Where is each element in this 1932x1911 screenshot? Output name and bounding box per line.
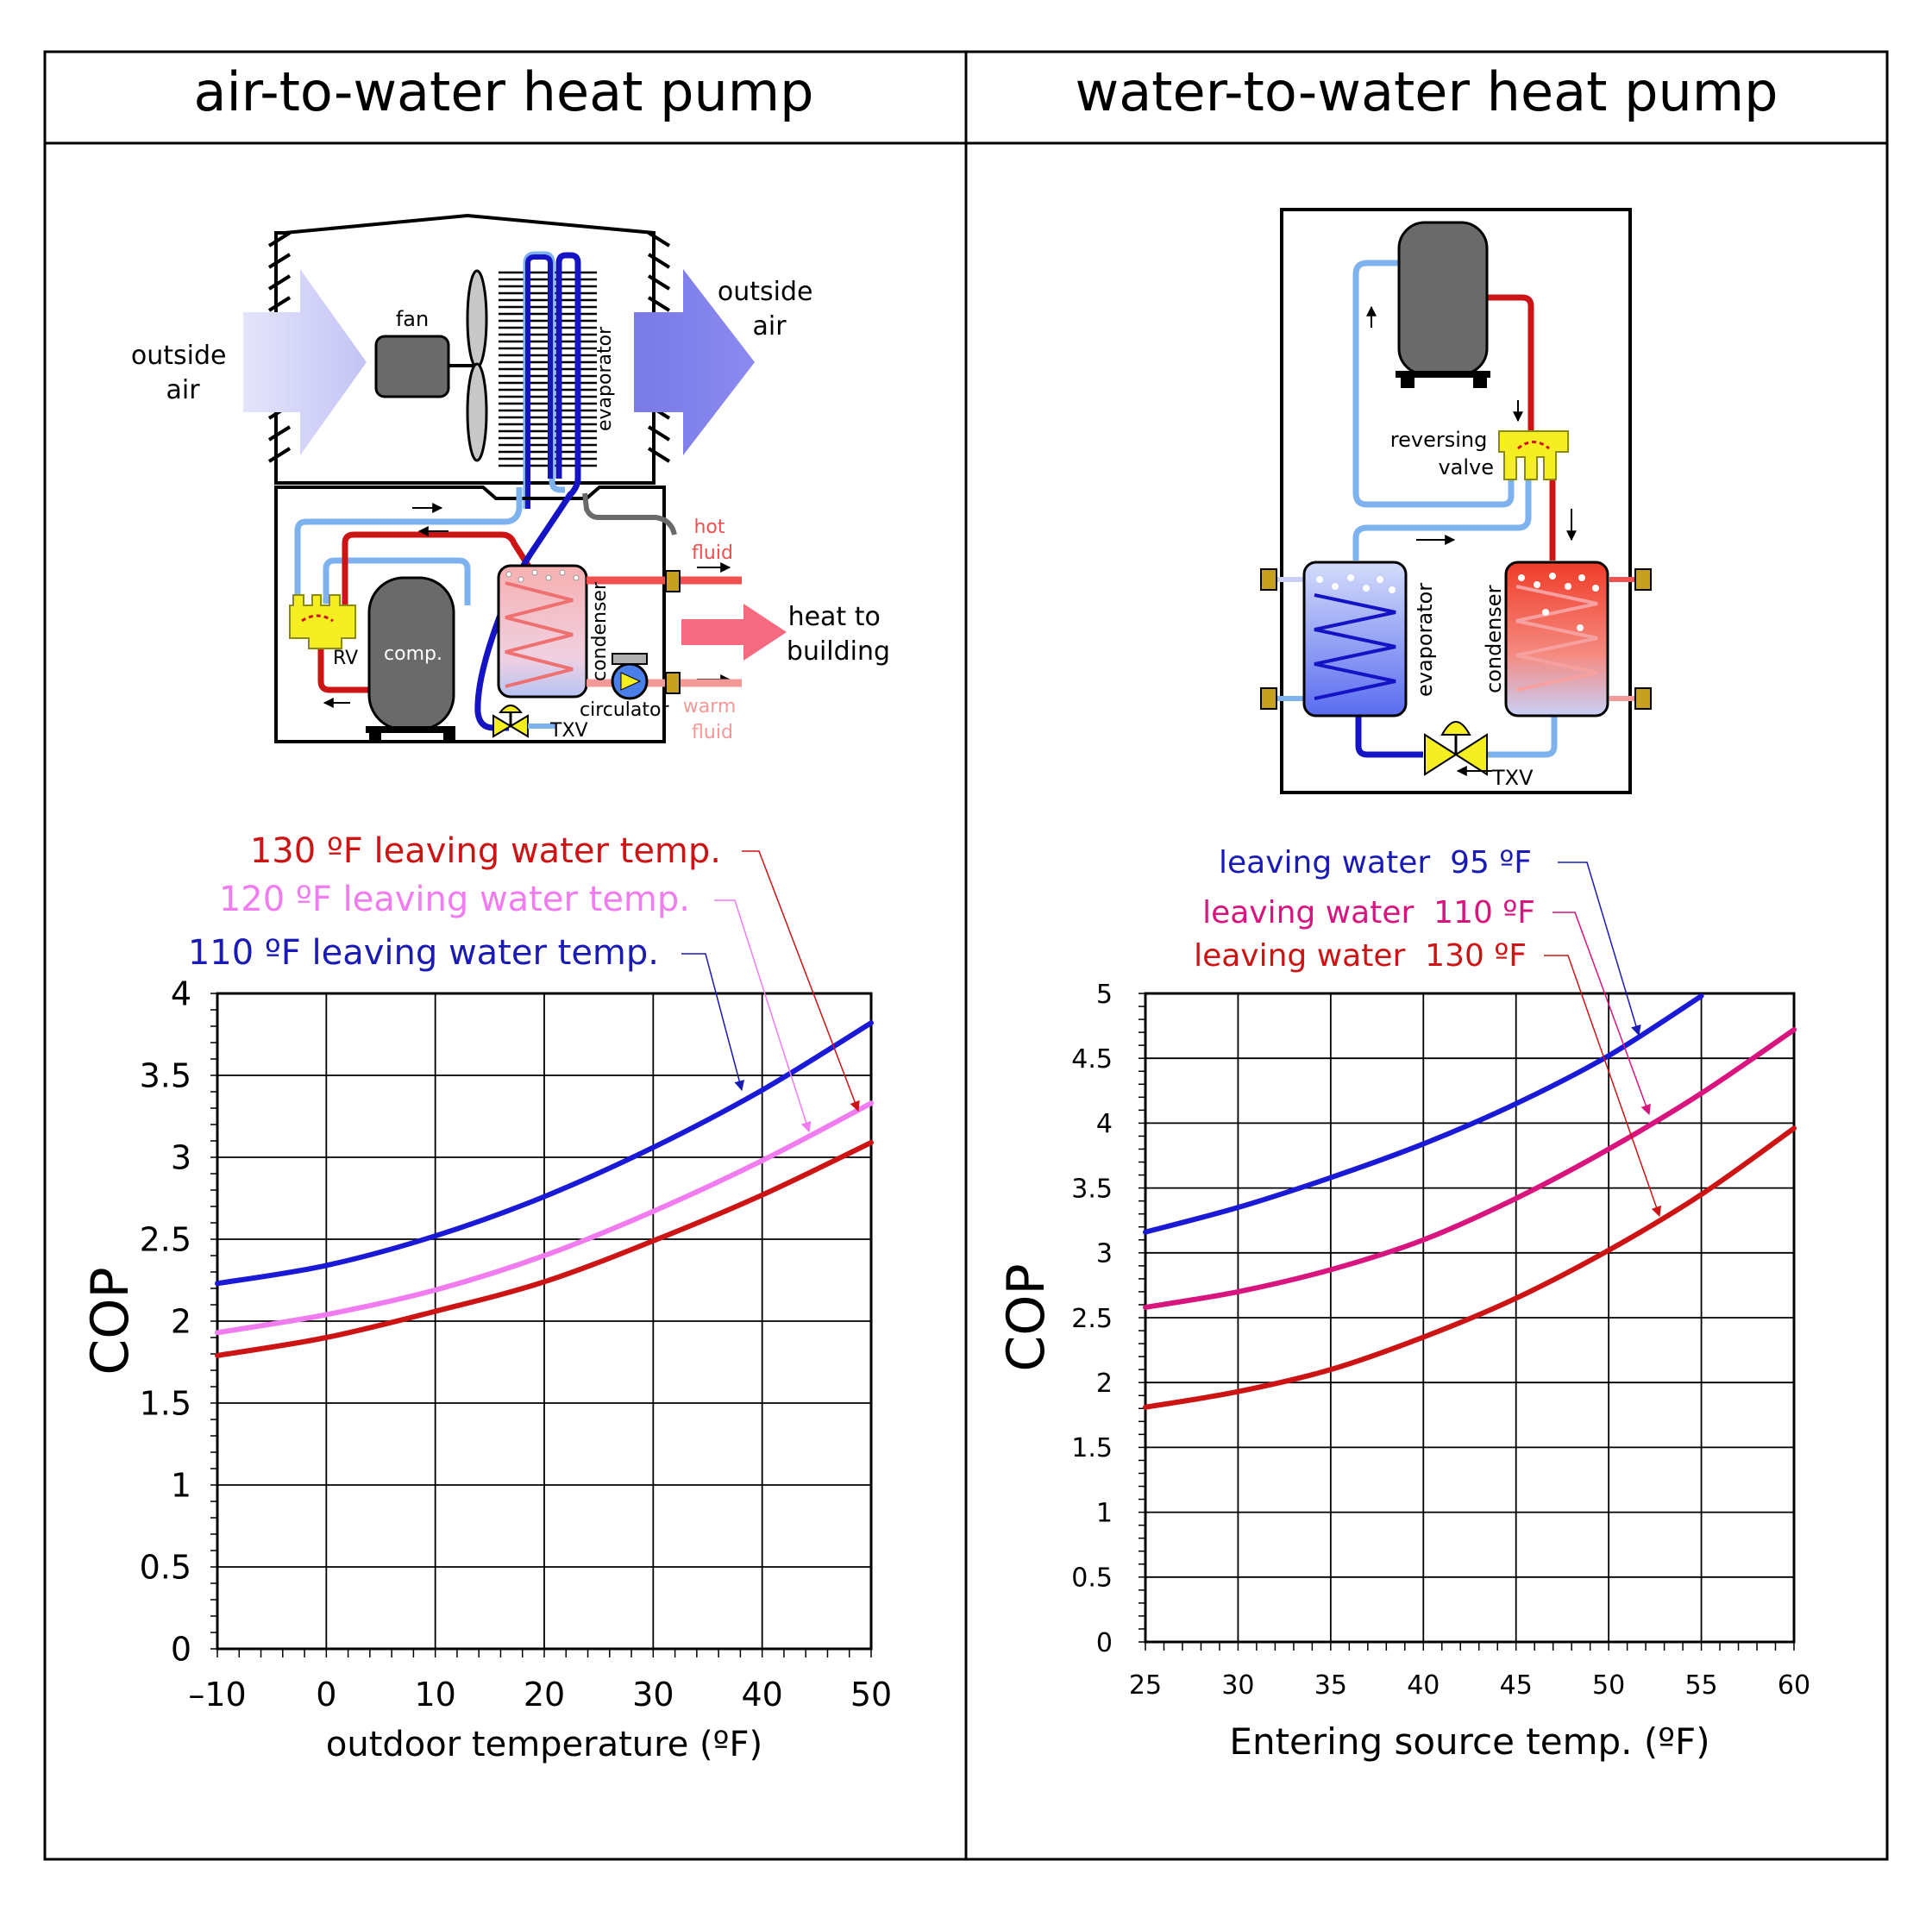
fan-blade-bottom	[466, 362, 488, 462]
heat-to-building-label: heat to building	[787, 602, 890, 667]
reversing-valve-label: reversing valve	[1390, 428, 1494, 479]
series-line	[215, 1139, 874, 1358]
right-chart-series-labels: leaving water 95 ºF leaving water 110 ºF…	[1194, 845, 1662, 1218]
series-label-110F: 110 ºF leaving water temp.	[188, 933, 659, 973]
y-tick-label: 5	[1096, 980, 1113, 1010]
x-tick-label: 50	[850, 1676, 892, 1714]
heat-to-building-arrow	[681, 604, 787, 661]
x-axis-label: Entering source temp. (ºF)	[1229, 1720, 1709, 1763]
series-label-120F: 120 ºF leaving water temp.	[219, 880, 690, 919]
y-tick-label: 0.5	[140, 1549, 191, 1587]
x-tick-label: 40	[741, 1676, 782, 1714]
right-panel-title: water-to-water heat pump	[1075, 60, 1778, 123]
series-line	[215, 1020, 874, 1287]
outside-air-in-label: outside air	[131, 341, 235, 405]
rv-valve	[289, 594, 356, 649]
series-label-130F-right: leaving water 130 ºF	[1194, 938, 1527, 974]
panel-frame	[43, 50, 1889, 1861]
left-panel-title: air-to-water heat pump	[193, 60, 813, 123]
y-tick-label: 2	[171, 1303, 191, 1341]
x-tick-label: 35	[1314, 1670, 1347, 1701]
y-tick-label: 0	[171, 1631, 191, 1669]
x-tick-label: 50	[1592, 1670, 1625, 1701]
evaporator-label-right: evaporator	[1413, 583, 1437, 697]
y-tick-label: 0.5	[1071, 1563, 1113, 1594]
callout-leader-95F	[1558, 862, 1641, 1037]
callout-leader-110F-right	[1552, 912, 1651, 1116]
x-tick-label: 60	[1778, 1670, 1810, 1701]
x-tick-label: 20	[524, 1676, 565, 1714]
evaporator-label: evaporator	[594, 326, 616, 431]
x-tick-label: 45	[1500, 1670, 1533, 1701]
y-tick-label: 2.5	[140, 1221, 191, 1259]
fan-label: fan	[396, 307, 429, 331]
series-line	[1143, 1125, 1797, 1410]
x-tick-label: 0	[316, 1676, 336, 1714]
y-tick-label: 4	[1096, 1109, 1113, 1139]
callout-leader-130F-right	[1544, 955, 1662, 1218]
x-tick-label: 55	[1684, 1670, 1717, 1701]
y-tick-label: 2	[1096, 1369, 1113, 1399]
outside-air-out-label: outside air	[718, 277, 821, 341]
y-tick-label: 1	[171, 1467, 191, 1505]
x-axis-label: outdoor temperature (ºF)	[326, 1725, 762, 1764]
y-tick-label: 2.5	[1071, 1304, 1113, 1334]
left-chart-series-labels: 130 ºF leaving water temp. 120 ºF leavin…	[188, 831, 860, 1133]
x-tick-label: 10	[414, 1676, 455, 1714]
air-to-water-diagram: outside air outside air fan evaporator h…	[131, 213, 890, 743]
water-to-water-diagram: reversing valve evaporator condenser TXV	[1260, 208, 1652, 794]
y-tick-label: 3	[171, 1139, 191, 1177]
series-line	[1143, 993, 1704, 1235]
x-tick-label: 25	[1129, 1670, 1162, 1701]
hot-fluid-label: hot fluid	[692, 517, 733, 564]
warm-fluid-label: warm fluid	[683, 696, 743, 743]
reversing-valve	[1498, 430, 1569, 480]
series-line	[1143, 1027, 1797, 1310]
txv-label-right: TXV	[1491, 766, 1534, 790]
x-tick-label: 30	[632, 1676, 674, 1714]
y-tick-label: 3	[1096, 1239, 1113, 1269]
rv-label: RV	[333, 648, 358, 669]
condenser-label: condenser	[589, 581, 611, 681]
y-tick-label: 1.5	[140, 1385, 191, 1423]
fan-motor	[374, 335, 450, 398]
callout-leader-130F	[742, 850, 860, 1112]
plot-area-border	[216, 992, 873, 1651]
series-label-110F-right: leaving water 110 ºF	[1202, 895, 1535, 930]
outside-air-in-arrow	[243, 269, 367, 455]
callout-leader-120F	[714, 899, 812, 1133]
y-tick-label: 3.5	[140, 1057, 191, 1095]
y-tick-label: 4	[171, 975, 191, 1013]
series-label-95F: leaving water 95 ºF	[1219, 845, 1532, 880]
compressor-right	[1397, 221, 1489, 376]
y-tick-label: 1	[1096, 1498, 1113, 1528]
y-tick-label: 0	[1096, 1628, 1113, 1658]
y-tick-label: 3.5	[1071, 1174, 1113, 1204]
outside-air-out-arrow	[634, 269, 755, 455]
series-line	[215, 1100, 874, 1336]
chart-air-to-water: –10 0 10 20 30 40 50 0 0.5 1 1.5 2 2.5 3 3.5 4 outdoor t…	[80, 975, 892, 1764]
callout-leader-110F	[681, 953, 745, 1092]
chart-water-to-water: 25 30 35 40 45 50 55 60 0 0.5 1 1.5 2 2.5 3 3.5 4 4.5 5Ent…	[996, 980, 1810, 1763]
y-axis-label: COP	[80, 1267, 141, 1375]
compressor-label: comp.	[384, 643, 442, 665]
x-tick-label: 40	[1407, 1670, 1440, 1701]
circulator-label: circulator	[580, 699, 669, 721]
x-tick-label: 30	[1221, 1670, 1254, 1701]
series-label-130F: 130 ºF leaving water temp.	[250, 831, 721, 871]
plot-area-border	[1144, 992, 1796, 1644]
y-tick-label: 4.5	[1071, 1044, 1113, 1075]
y-axis-label: COP	[996, 1263, 1057, 1371]
fan-blade-top	[466, 269, 488, 369]
y-tick-label: 1.5	[1071, 1433, 1113, 1463]
condenser-label-right: condenser	[1482, 585, 1506, 693]
x-tick-label: –10	[188, 1676, 246, 1714]
txv-label-left: TXV	[549, 720, 588, 742]
